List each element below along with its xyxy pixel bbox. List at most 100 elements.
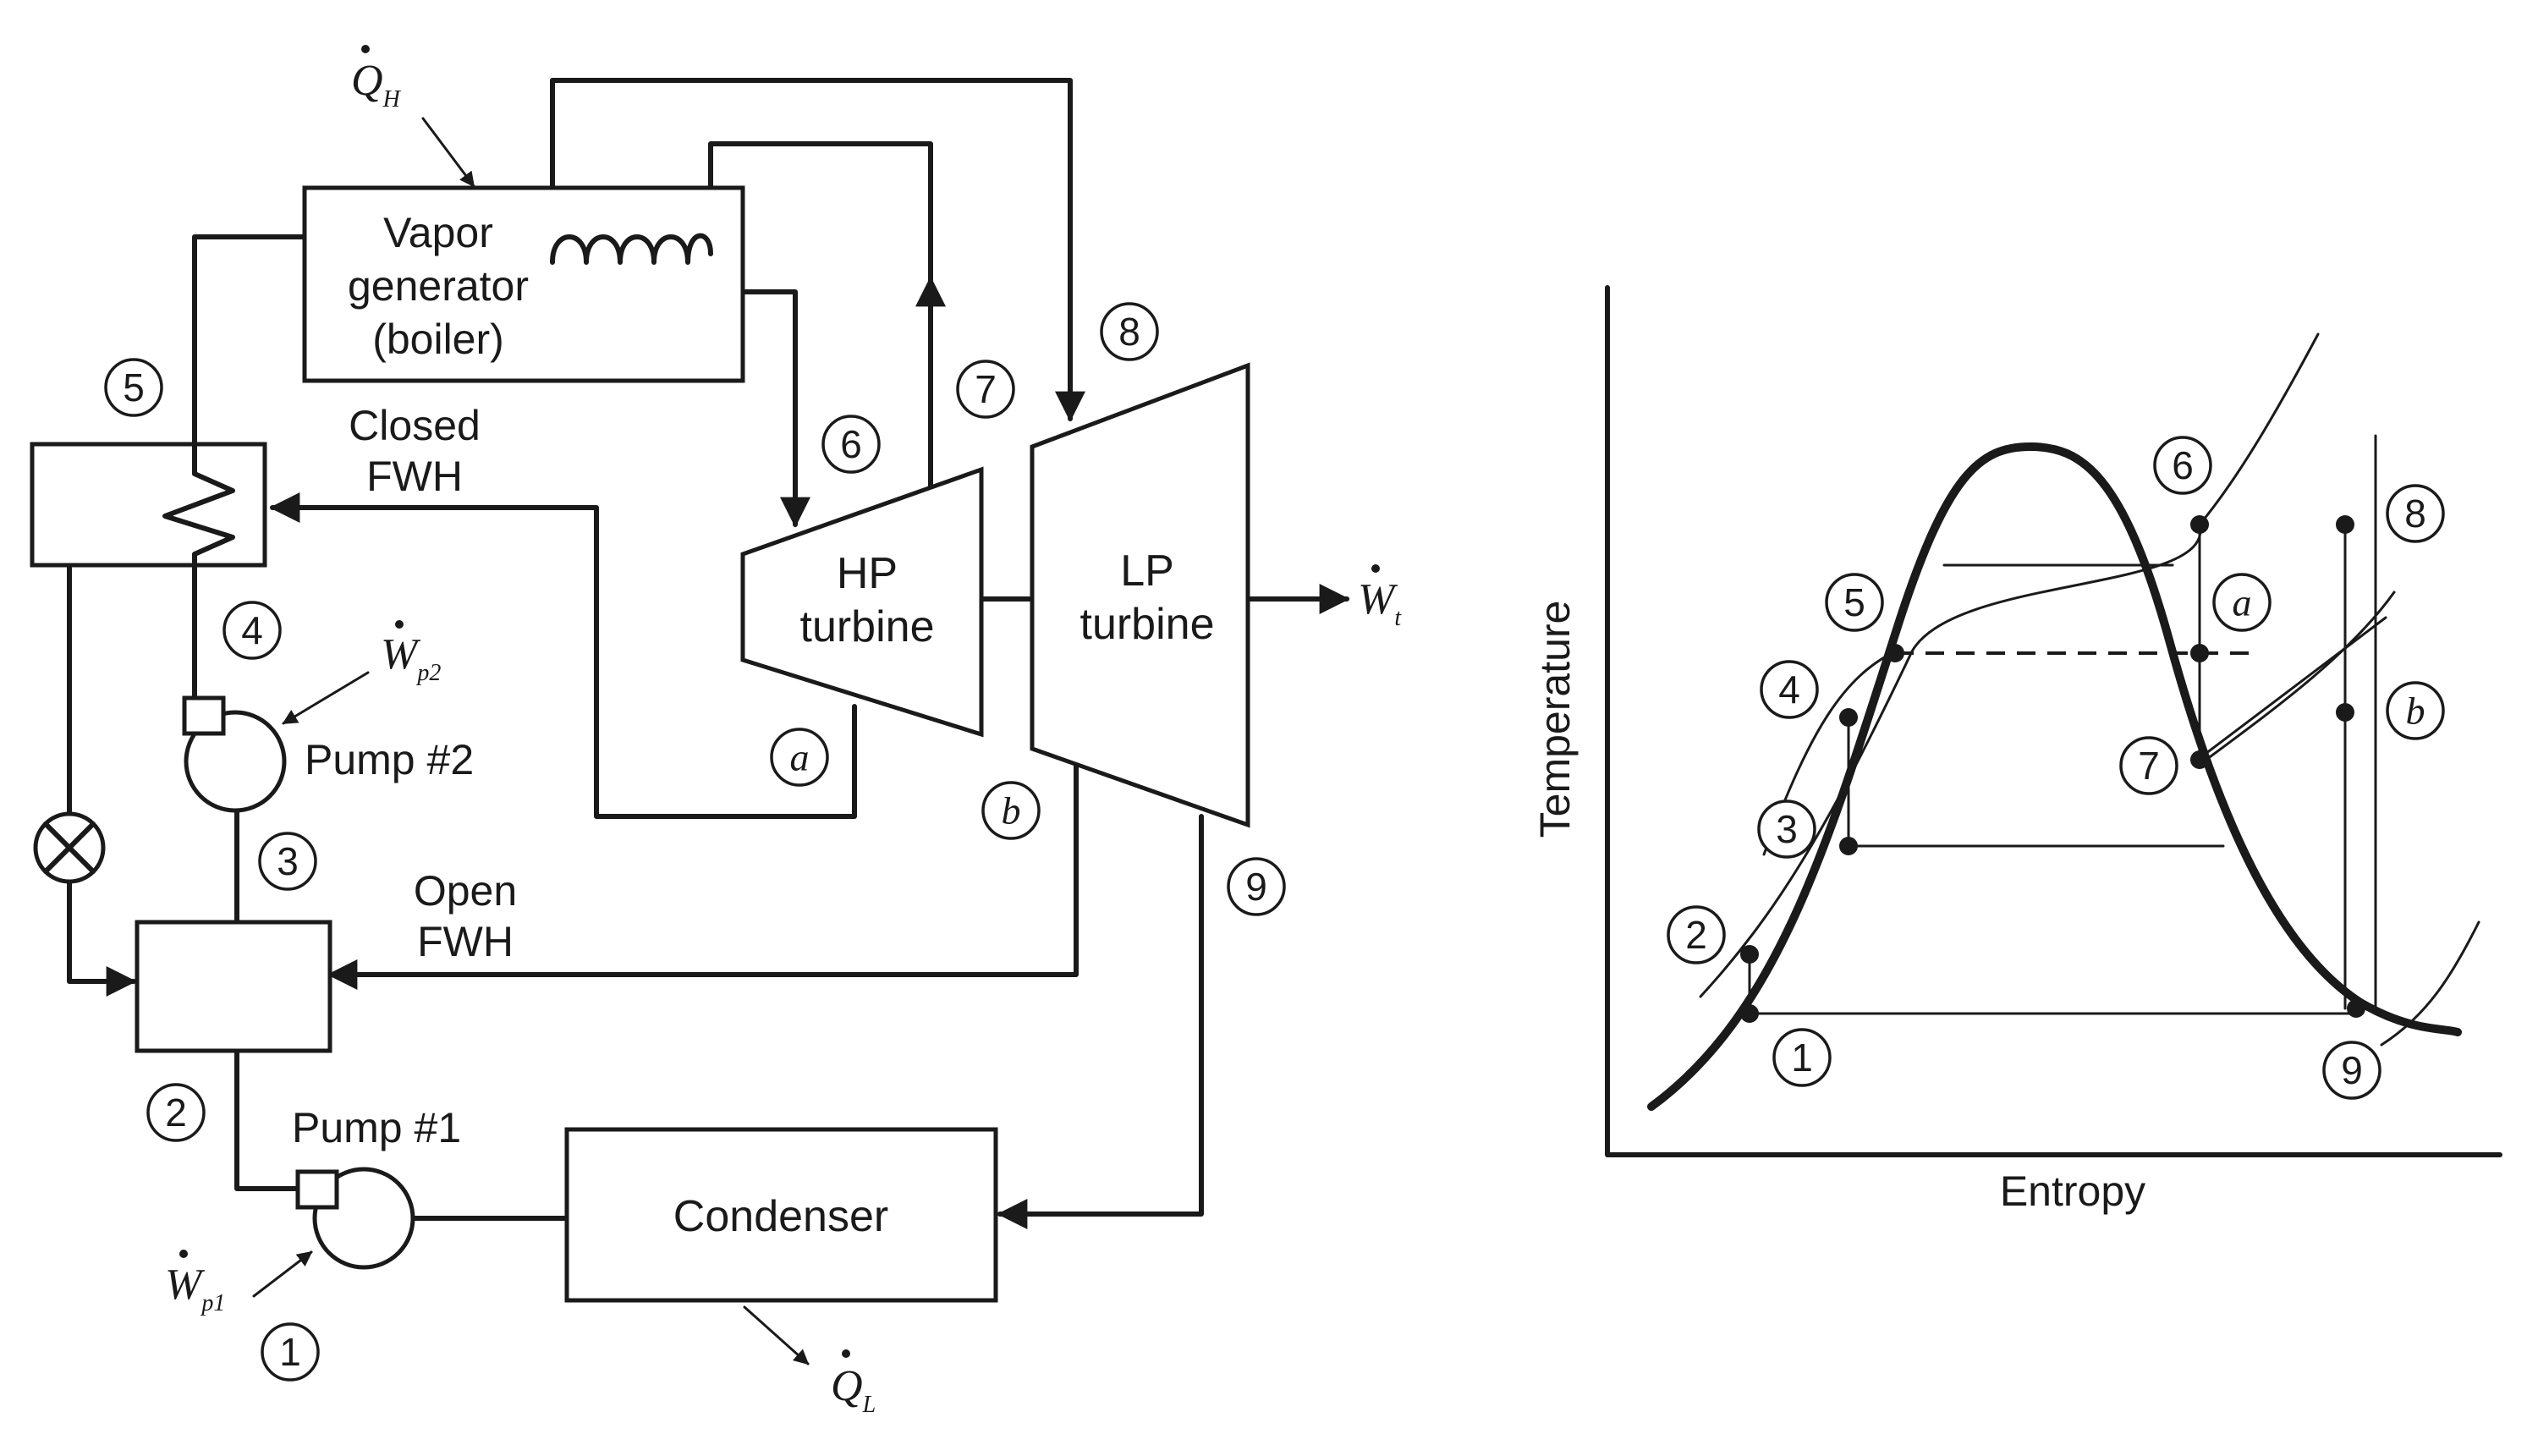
ts-label-4: 4	[1760, 660, 1819, 719]
open-fwh-label-2: FWH	[417, 918, 514, 965]
arrow-pump2-work	[282, 671, 370, 725]
ts-label-6: 6	[2153, 436, 2212, 495]
arrow-heat-in	[421, 117, 475, 188]
svg-text:2: 2	[1685, 913, 1707, 957]
ts-label-7: 7	[2119, 736, 2178, 795]
state-b: b	[981, 781, 1041, 840]
state-4: 4	[222, 601, 282, 660]
boiler-label-2: generator	[348, 262, 529, 310]
pump1	[295, 1167, 415, 1270]
svg-text:3: 3	[277, 839, 299, 883]
ts-point-3	[1839, 837, 1858, 855]
ts-label-5: 5	[1825, 573, 1884, 632]
hp-turbine-label-1: HP	[837, 549, 898, 598]
line-boiler-to-hp	[740, 289, 810, 528]
ts-point-7	[2190, 750, 2209, 769]
lp-turbine	[1030, 362, 1250, 828]
w-p2-label: Wp2	[381, 620, 441, 686]
boiler-label-3: (boiler)	[372, 316, 504, 363]
state-5: 5	[104, 358, 163, 417]
isobar-low	[2380, 920, 2480, 1047]
state-8: 8	[1100, 302, 1159, 361]
state-a: a	[770, 728, 829, 787]
trap-valve	[33, 811, 106, 884]
svg-text:9: 9	[1245, 865, 1267, 909]
ts-point-2	[1740, 945, 1759, 964]
svg-text:3: 3	[1776, 807, 1798, 851]
ts-axes	[1605, 285, 2502, 1157]
svg-text:1: 1	[279, 1330, 301, 1374]
svg-text:Wp2: Wp2	[381, 630, 441, 686]
svg-text:7: 7	[2138, 744, 2160, 788]
schematic: Vapor generator (boiler) HP turbine LP t…	[30, 45, 1402, 1418]
closed-fwh-label-2: FWH	[366, 453, 463, 500]
svg-text:a: a	[790, 736, 810, 779]
ts-label-9: 9	[2322, 1041, 2381, 1100]
reheat-coil	[550, 233, 713, 265]
svg-text:1: 1	[1791, 1036, 1813, 1080]
arrow-pump1-work	[252, 1250, 313, 1298]
state-9: 9	[1227, 857, 1286, 916]
svg-text:QH: QH	[351, 57, 402, 113]
svg-text:QL: QL	[831, 1362, 876, 1418]
boiler-box	[302, 185, 745, 383]
pump1-label: Pump #1	[292, 1104, 461, 1151]
svg-text:2: 2	[165, 1091, 187, 1135]
svg-text:4: 4	[1778, 668, 1800, 712]
svg-text:9: 9	[2341, 1048, 2363, 1092]
ts-label-3: 3	[1757, 799, 1816, 859]
pump2	[182, 695, 287, 813]
ts-point-9	[2347, 999, 2365, 1018]
ts-point-6	[2190, 515, 2209, 534]
svg-text:6: 6	[840, 422, 862, 466]
ts-point-b	[2336, 703, 2354, 722]
ts-label-2: 2	[1667, 905, 1726, 964]
line-drain-to-open-fwh	[67, 877, 137, 997]
w-p1-label: Wp1	[165, 1250, 225, 1316]
closed-fwh-label-1: Closed	[349, 402, 481, 449]
q-h-label: QH	[351, 45, 402, 113]
lp-turbine-label-2: turbine	[1080, 600, 1215, 649]
ts-point-4	[1839, 708, 1858, 727]
ts-points	[1740, 515, 2365, 1023]
line-bleed-a	[269, 492, 857, 819]
svg-text:7: 7	[975, 367, 997, 411]
ts-point-5	[1886, 644, 1904, 662]
ts-label-a: a	[2212, 573, 2272, 632]
saturation-dome	[1647, 442, 2462, 1111]
closed-fwh-box	[30, 442, 267, 568]
line-bleed-b	[327, 755, 1079, 990]
ts-label-8: 8	[2386, 484, 2445, 543]
line-pump1-to-open-fwh	[234, 1048, 303, 1191]
line-lp-to-condenser	[997, 814, 1204, 1229]
ts-point-labels: 1 2 3 4 5 6 7 8 9 a b	[1667, 436, 2445, 1100]
svg-text:b: b	[1002, 789, 1021, 832]
hp-turbine-label-2: turbine	[800, 602, 935, 651]
state-7: 7	[956, 360, 1015, 419]
svg-text:Wp1: Wp1	[165, 1261, 225, 1316]
svg-text:8: 8	[2404, 492, 2426, 536]
ts-x-axis-label: Entropy	[2000, 1168, 2145, 1215]
svg-text:b: b	[2406, 690, 2425, 733]
state-2: 2	[146, 1083, 206, 1142]
open-fwh-label-1: Open	[414, 867, 517, 915]
state-3: 3	[258, 832, 317, 891]
isobar-high	[1699, 332, 2320, 998]
svg-text:6: 6	[2172, 443, 2194, 487]
hp-turbine	[740, 466, 984, 738]
ts-y-axis-label: Temperature	[1531, 601, 1579, 838]
svg-text:8: 8	[1118, 310, 1140, 354]
svg-text:4: 4	[241, 608, 263, 652]
closed-fwh-coil	[162, 442, 235, 568]
svg-text:Wt: Wt	[1358, 575, 1402, 631]
pump2-label: Pump #2	[305, 736, 474, 783]
w-t-label: Wt	[1358, 564, 1402, 631]
line-reheat-to-lp	[550, 78, 1085, 422]
condenser-box	[564, 1127, 998, 1303]
open-fwh-box	[135, 920, 332, 1053]
ts-point-1	[1740, 1004, 1759, 1023]
ts-diagram: Entropy Temperature	[1531, 285, 2502, 1215]
svg-text:a: a	[2233, 581, 2252, 624]
flow-lines	[67, 78, 1350, 1365]
